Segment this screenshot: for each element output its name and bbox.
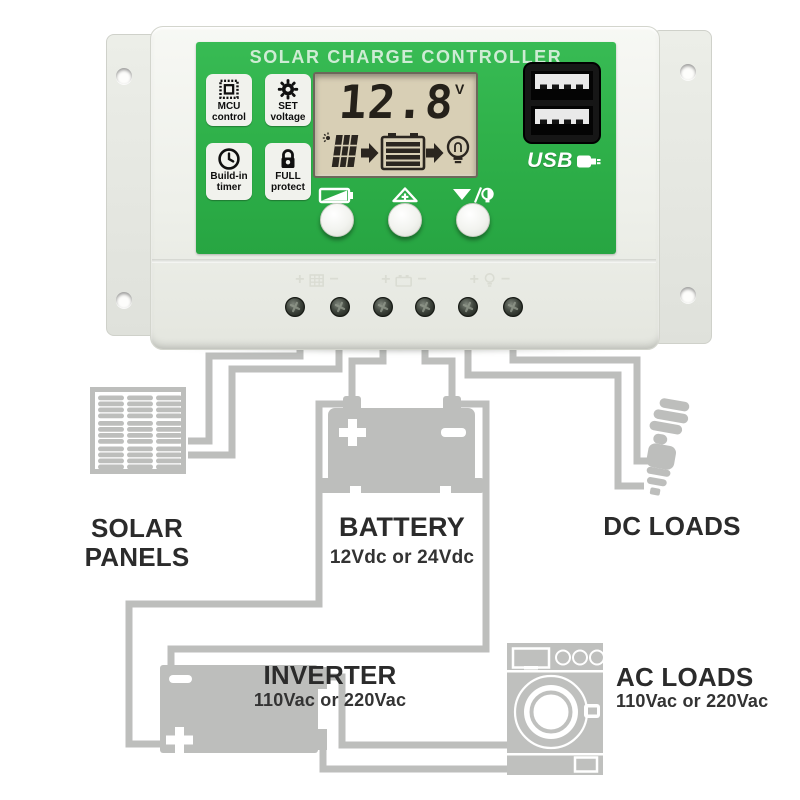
wire-solar-plus (188, 344, 304, 445)
wire-inverter-to-ac-1 (317, 673, 508, 749)
battery-mini-icon (395, 274, 413, 287)
inverter-sublabel: 110Vac or 220Vac (253, 690, 407, 710)
terminal-block-crease (152, 259, 656, 263)
feature-label: Build-in (210, 171, 248, 182)
cfl-bulb-icon (646, 398, 690, 496)
feature-set-voltage: SET voltage (265, 74, 311, 126)
device-title: SOLAR CHARGE CONTROLLER (249, 47, 563, 67)
ac-loads-sublabel: 110Vac or 220Vac (616, 691, 769, 711)
down-arrow-lamp-icon (453, 187, 494, 203)
feature-label: voltage (270, 111, 306, 123)
battery-minus-mark (441, 428, 466, 437)
usb-ports[interactable] (523, 62, 601, 144)
wire-load-plus (464, 344, 644, 490)
minus-sign: − (417, 271, 427, 288)
feature-label: MCU (217, 100, 241, 112)
wire-solar-minus (188, 344, 343, 459)
terminal-label-battery: + − (381, 271, 427, 289)
plus-sign: + (469, 271, 479, 288)
usb-port-bottom[interactable] (531, 106, 593, 135)
screw-load-plus[interactable] (458, 297, 478, 317)
padlock-icon (281, 149, 295, 168)
usb-logo-text: USB (527, 149, 573, 172)
inverter-icon (160, 665, 327, 753)
wire-battery-plus (348, 344, 387, 404)
feature-label: timer (216, 182, 242, 194)
mounting-hole-top-right (680, 64, 696, 80)
solar-panel-icon (90, 387, 186, 474)
ac-loads-label: AC LOADS (616, 662, 754, 692)
lcd-battery-icon (380, 133, 426, 171)
wire-battery-to-inverter-minus (167, 400, 490, 667)
screw-battery-plus[interactable] (373, 297, 393, 317)
minus-sign: − (329, 271, 339, 288)
gear-icon (277, 79, 299, 100)
wire-inverter-to-ac-2 (319, 750, 508, 773)
feature-build-in-timer: Build-in timer (206, 143, 252, 200)
clock-icon (218, 148, 240, 170)
mounting-hole-bottom-right (680, 287, 696, 303)
washing-machine-icon (507, 643, 605, 775)
inverter-minus-mark (169, 675, 192, 683)
mounting-hole-bottom-left (116, 292, 132, 308)
terminal-label-solar: + − (295, 271, 339, 289)
usb-port-top[interactable] (531, 71, 593, 100)
up-arrow-plus-icon (392, 187, 418, 203)
screw-load-minus[interactable] (503, 297, 524, 317)
minus-sign: − (501, 271, 511, 288)
plus-sign: + (381, 271, 391, 288)
battery-status-icon (318, 187, 353, 204)
lcd-voltage-unit: V (455, 81, 465, 97)
inverter-label: INVERTER (263, 660, 397, 690)
lcd-arrow-icon (426, 143, 444, 163)
feature-full-protect: FULL protect (265, 143, 311, 200)
terminal-screws[interactable] (280, 292, 530, 322)
plus-sign: + (295, 271, 305, 288)
feature-label: SET (278, 100, 298, 112)
lcd-lamp-icon (446, 135, 470, 164)
usb-logo: USB (521, 148, 607, 174)
lcd-arrow-icon (361, 143, 379, 163)
lcd-flow-icons (322, 132, 470, 171)
feature-mcu-control: MCU control (206, 74, 252, 126)
lcd-display: 12.8 V (313, 72, 478, 178)
button-down-load[interactable] (456, 203, 490, 237)
screw-solar-plus[interactable] (285, 297, 305, 317)
lcd-voltage-value: 12.8 (337, 75, 456, 129)
screw-solar-minus[interactable] (330, 297, 350, 317)
solar-panels-label: SOLAR PANELS (84, 513, 190, 572)
button-battery-select[interactable] (320, 203, 354, 237)
battery-label: BATTERY (339, 512, 465, 542)
battery-sublabel: 12Vdc or 24Vdc (329, 547, 475, 568)
screw-battery-minus[interactable] (415, 297, 435, 317)
wire-battery-minus (421, 344, 456, 404)
lcd-solar-icon (322, 132, 359, 167)
wires (125, 344, 648, 773)
mounting-hole-top-left (116, 68, 132, 84)
solar-panel-mini-icon (309, 273, 325, 287)
button-up[interactable] (388, 203, 422, 237)
feature-label: protect (271, 182, 305, 194)
wire-load-minus (509, 344, 648, 465)
usb-plug-icon (576, 155, 601, 167)
lamp-mini-icon (485, 272, 495, 287)
terminal-label-load: + − (470, 271, 511, 289)
dc-loads-label: DC LOADS (603, 511, 741, 541)
battery-icon (318, 396, 483, 493)
feature-label: FULL (275, 171, 301, 182)
wire-battery-to-inverter-plus (125, 400, 350, 748)
feature-label: control (212, 111, 246, 123)
mcu-chip-icon (219, 79, 239, 100)
